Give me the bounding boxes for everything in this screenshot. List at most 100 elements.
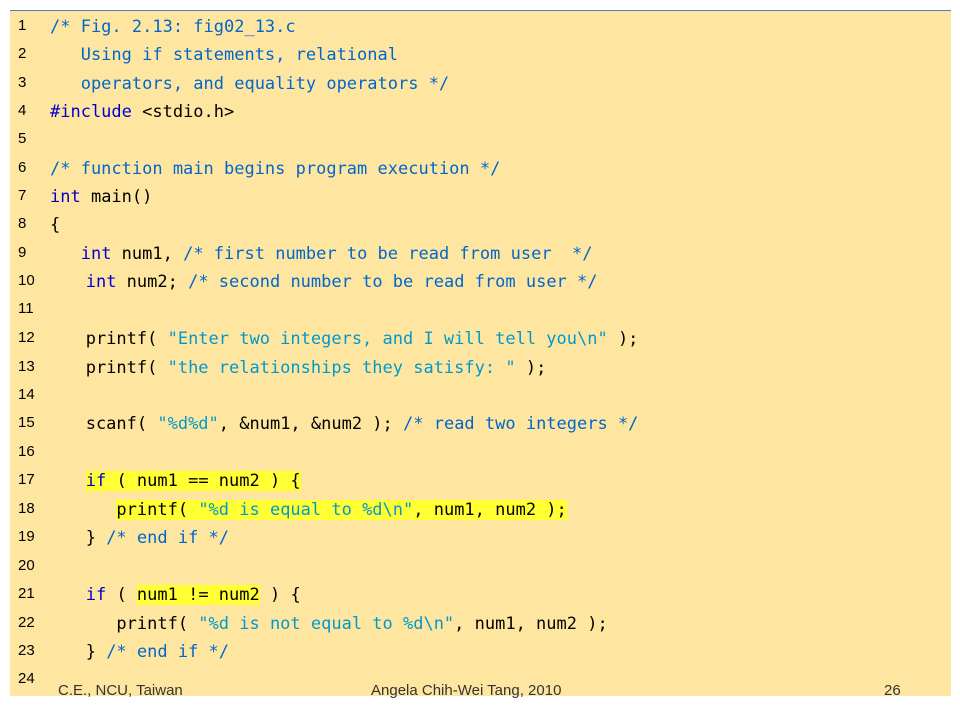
code-token: num1, xyxy=(111,244,184,264)
code-token: ( num1 == num2 ) { xyxy=(106,471,301,491)
line-number: 22 xyxy=(18,614,35,631)
code-line: 7 int main() xyxy=(10,183,951,211)
code-token: ) { xyxy=(259,585,301,605)
page-number: 26 xyxy=(884,682,901,699)
code-line: 6 /* function main begins program executi… xyxy=(10,155,951,183)
code-line: 11 xyxy=(10,296,951,324)
line-code: if ( num1 == num2 ) { xyxy=(55,470,301,492)
line-number: 7 xyxy=(18,187,27,204)
code-token: printf( xyxy=(55,329,168,349)
line-number: 13 xyxy=(18,358,35,375)
line-code: { xyxy=(50,214,60,236)
line-code: printf( "%d is equal to %d\n", num1, num… xyxy=(55,499,567,521)
line-code: Using if statements, relational xyxy=(50,44,398,66)
footer-institution: C.E., NCU, Taiwan xyxy=(58,682,183,699)
code-token: <stdio.h> xyxy=(131,102,235,122)
code-token: , num1, num2 ); xyxy=(413,500,567,520)
line-code: } /* end if */ xyxy=(55,527,229,549)
code-token: int xyxy=(50,187,81,207)
code-token: /* end if */ xyxy=(106,528,230,548)
line-number: 1 xyxy=(18,17,27,34)
line-number: 14 xyxy=(18,386,35,403)
code-token: /* function main begins program executio… xyxy=(50,159,501,179)
code-line: 15 scanf( "%d%d", &num1, &num2 ); /* rea… xyxy=(10,410,951,438)
code-token: if xyxy=(85,585,107,605)
line-number: 3 xyxy=(18,74,27,91)
line-code: if ( num1 != num2 ) { xyxy=(55,584,301,606)
code-token: "%d is not equal to %d\n" xyxy=(198,614,455,634)
code-token: "%d is equal to %d\n" xyxy=(198,500,414,520)
code-line: 12 printf( "Enter two integers, and I wi… xyxy=(10,325,951,353)
code-token: int xyxy=(80,244,112,264)
line-code: #include <stdio.h> xyxy=(50,101,234,123)
line-code: /* Fig. 2.13: fig02_13.c xyxy=(50,16,296,38)
code-token: ); xyxy=(515,358,547,378)
code-token: num2; xyxy=(116,272,189,292)
code-token: num1 != num2 xyxy=(136,585,260,605)
code-line: 1 /* Fig. 2.13: fig02_13.c xyxy=(10,13,951,41)
code-token: /* first number to be read from user */ xyxy=(183,244,593,264)
line-code: int num1, /* first number to be read fro… xyxy=(50,243,593,265)
code-line: 22 printf( "%d is not equal to %d\n", nu… xyxy=(10,610,951,638)
code-line: 23 } /* end if */ xyxy=(10,638,951,666)
code-token: "the relationships they satisfy: " xyxy=(167,358,516,378)
line-code: printf( "Enter two integers, and I will … xyxy=(55,328,639,350)
code-token: /* second number to be read from user */ xyxy=(188,272,598,292)
line-code: /* function main begins program executio… xyxy=(50,158,500,180)
code-line: 21 if ( num1 != num2 ) { xyxy=(10,581,951,609)
code-token: #include xyxy=(50,102,132,122)
code-token: "%d%d" xyxy=(157,414,219,434)
line-number: 5 xyxy=(18,130,27,147)
code-token xyxy=(55,272,86,292)
code-token xyxy=(50,244,81,264)
code-token: main() xyxy=(80,187,153,207)
code-line: 2 Using if statements, relational xyxy=(10,41,951,69)
code-line: 8{ xyxy=(10,211,951,239)
code-token: , &num1, &num2 ); xyxy=(218,414,404,434)
code-line: 18 printf( "%d is equal to %d\n", num1, … xyxy=(10,496,951,524)
code-line: 5 xyxy=(10,126,951,154)
line-number: 12 xyxy=(18,329,35,346)
code-token: printf( xyxy=(116,500,199,520)
code-line: 14 xyxy=(10,382,951,410)
code-token xyxy=(55,500,116,520)
line-code: int num2; /* second number to be read fr… xyxy=(55,271,598,293)
code-token: Using if statements, relational xyxy=(50,45,398,65)
code-token: /* Fig. 2.13: fig02_13.c xyxy=(50,17,296,37)
line-number: 21 xyxy=(18,585,35,602)
line-number: 15 xyxy=(18,414,35,431)
line-number: 17 xyxy=(18,471,35,488)
line-code: printf( "%d is not equal to %d\n", num1,… xyxy=(55,613,608,635)
code-token: ); xyxy=(607,329,639,349)
code-token: , num1, num2 ); xyxy=(454,614,608,634)
code-panel: 1 /* Fig. 2.13: fig02_13.c 2 Using if stat… xyxy=(10,10,951,696)
code-token xyxy=(55,585,86,605)
code-token: ( xyxy=(106,585,137,605)
code-line: 19 } /* end if */ xyxy=(10,524,951,552)
line-number: 18 xyxy=(18,500,35,517)
code-line: 4#include <stdio.h> xyxy=(10,98,951,126)
line-number: 24 xyxy=(18,670,35,687)
line-number: 16 xyxy=(18,443,35,460)
line-code: operators, and equality operators */ xyxy=(50,73,449,95)
code-line: 3 operators, and equality operators */ xyxy=(10,70,951,98)
footer-author: Angela Chih-Wei Tang, 2010 xyxy=(371,682,562,699)
code-token: operators, and equality operators */ xyxy=(50,74,450,94)
line-number: 2 xyxy=(18,45,27,62)
code-token: if xyxy=(85,471,107,491)
code-token: } xyxy=(55,642,107,662)
line-code: printf( "the relationships they satisfy:… xyxy=(55,357,547,379)
line-number: 8 xyxy=(18,215,27,232)
code-token: printf( xyxy=(55,358,168,378)
line-number: 23 xyxy=(18,642,35,659)
code-line: 17 if ( num1 == num2 ) { xyxy=(10,467,951,495)
code-line: 9 int num1, /* first number to be read f… xyxy=(10,240,951,268)
code-token: scanf( xyxy=(55,414,158,434)
code-token: /* end if */ xyxy=(106,642,230,662)
code-line: 13 printf( "the relationships they satis… xyxy=(10,354,951,382)
code-line: 20 xyxy=(10,553,951,581)
code-token: printf( xyxy=(55,614,199,634)
line-number: 6 xyxy=(18,159,27,176)
code-token: } xyxy=(55,528,107,548)
